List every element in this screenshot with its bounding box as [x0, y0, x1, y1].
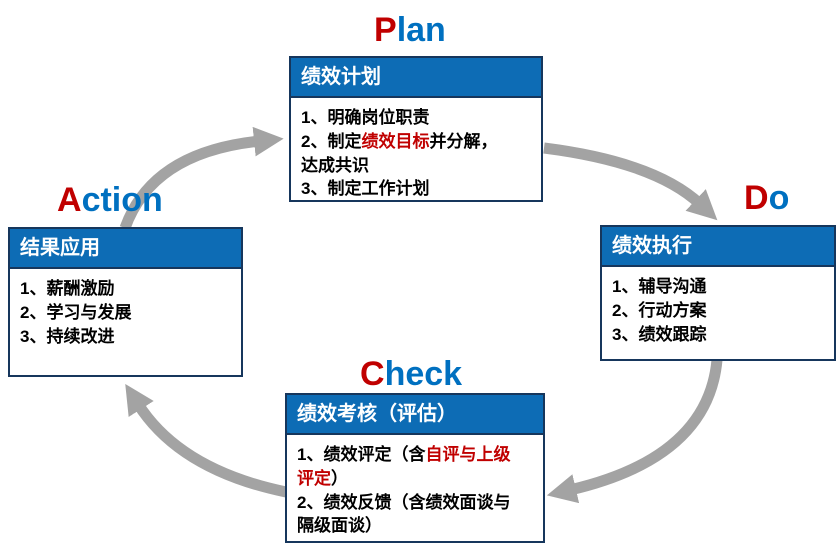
list-item: 3、制定工作计划	[301, 179, 430, 199]
list-item: 3、持续改进	[20, 326, 115, 346]
list-item: 1、绩效评定（含自评与上级	[297, 445, 511, 464]
list-item: 3、绩效跟踪	[612, 324, 707, 344]
do-box-body: 1、辅导沟通 2、行动方案 3、绩效跟踪	[602, 267, 834, 352]
stage-title-plan-lead: P	[374, 11, 397, 49]
list-item: 2、绩效反馈（含绩效面谈与	[297, 492, 511, 512]
list-item: 1、辅导沟通	[612, 277, 707, 296]
list-item: 2、学习与发展	[20, 302, 132, 322]
plan-box-body: 1、明确岗位职责 2、制定绩效目标并分解， 达成共识 3、制定工作计划	[291, 98, 541, 207]
check-box-body: 1、绩效评定（含自评与上级 评定） 2、绩效反馈（含绩效面谈与 隔级面谈）	[287, 435, 543, 544]
arrow-action-to-plan	[119, 126, 284, 230]
plan-box-header: 绩效计划	[291, 58, 541, 98]
stage-title-do: Do	[744, 179, 790, 217]
stage-title-action-rest: ction	[81, 181, 163, 219]
action-box-body: 1、薪酬激励 2、学习与发展 3、持续改进	[10, 269, 241, 354]
action-box: 结果应用 1、薪酬激励 2、学习与发展 3、持续改进	[8, 227, 243, 377]
arrow-check-to-action	[125, 383, 288, 498]
stage-title-action: Action	[57, 181, 163, 219]
do-box: 绩效执行 1、辅导沟通 2、行动方案 3、绩效跟踪	[600, 225, 836, 361]
stage-title-plan-rest: lan	[396, 11, 446, 49]
stage-title-check-lead: C	[360, 355, 385, 393]
list-item: 1、薪酬激励	[20, 279, 115, 298]
arrow-do-to-check	[546, 359, 723, 504]
do-box-header: 绩效执行	[602, 227, 834, 267]
stage-title-plan: Plan	[374, 11, 446, 49]
list-item-continuation: 隔级面谈）	[297, 516, 382, 536]
arrow-plan-to-do	[543, 142, 718, 221]
stage-title-do-rest: o	[768, 179, 790, 217]
list-item-continuation: 评定）	[297, 468, 348, 488]
stage-title-do-lead: D	[744, 179, 769, 217]
list-item: 2、制定绩效目标并分解，	[301, 131, 498, 151]
action-box-header: 结果应用	[10, 229, 241, 269]
plan-box: 绩效计划 1、明确岗位职责 2、制定绩效目标并分解， 达成共识 3、制定工作计划	[289, 56, 543, 202]
check-box-header: 绩效考核（评估）	[287, 395, 543, 435]
list-item: 1、明确岗位职责	[301, 108, 430, 127]
stage-title-action-lead: A	[57, 181, 82, 219]
stage-title-check-rest: heck	[384, 355, 463, 393]
check-box: 绩效考核（评估） 1、绩效评定（含自评与上级 评定） 2、绩效反馈（含绩效面谈与…	[285, 393, 545, 543]
stage-title-check: Check	[360, 355, 463, 393]
list-item-continuation: 达成共识	[301, 155, 369, 175]
list-item: 2、行动方案	[612, 300, 707, 320]
